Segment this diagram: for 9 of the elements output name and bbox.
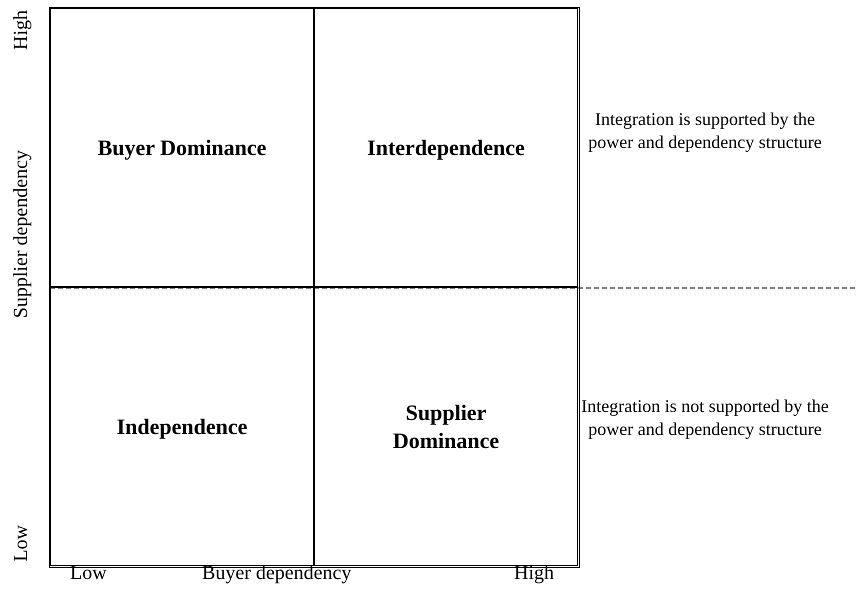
note-text: Integration is not supported by the power and dependency structure bbox=[580, 395, 830, 442]
note-text: Integration is supported by the power and dependency structure bbox=[587, 108, 823, 154]
matrix-quadrant: Interdependence bbox=[314, 8, 578, 287]
matrix-quadrant: Independence bbox=[50, 287, 314, 566]
matrix-quadrant: Buyer Dominance bbox=[50, 8, 314, 287]
axis-label: Low bbox=[10, 525, 33, 562]
axis-label: High bbox=[10, 10, 33, 50]
matrix-quadrant: Supplier Dominance bbox=[314, 287, 578, 566]
axis-title: Supplier dependency bbox=[10, 150, 33, 318]
